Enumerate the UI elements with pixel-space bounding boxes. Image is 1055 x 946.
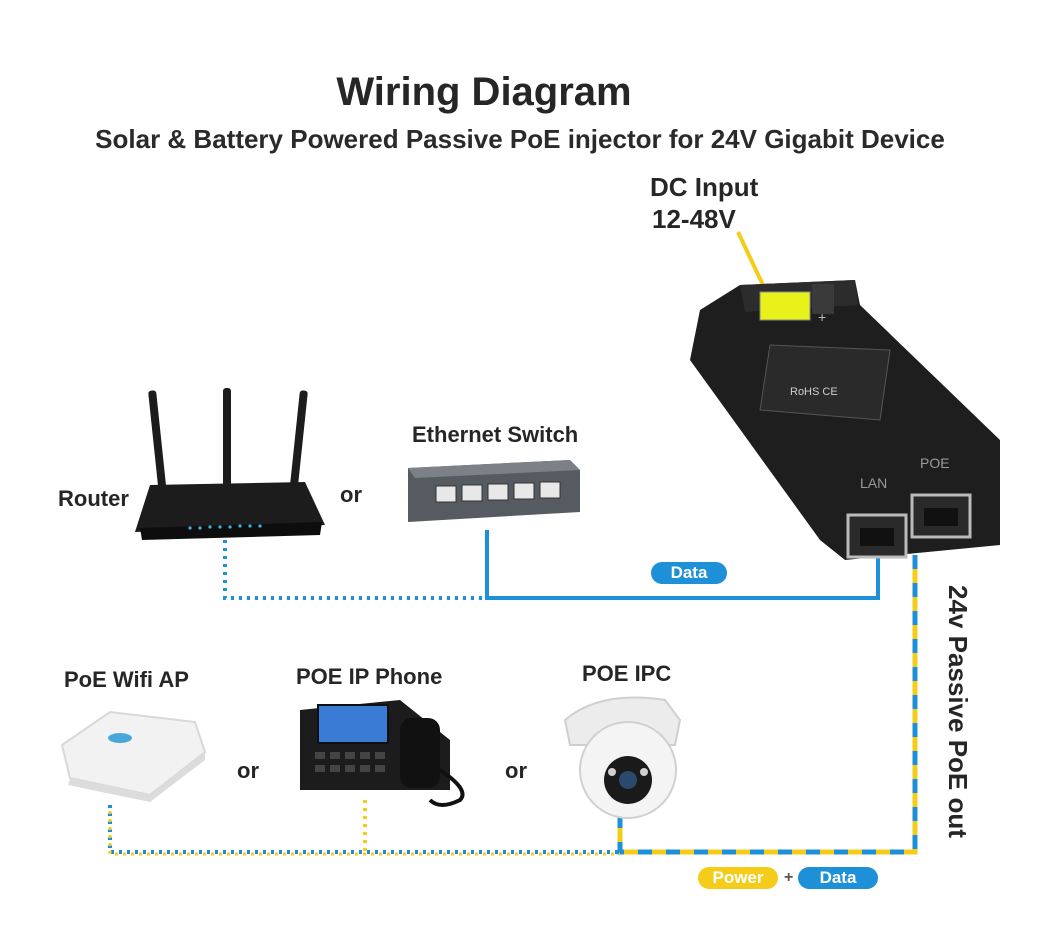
ap-data-line bbox=[108, 805, 620, 854]
switch-top bbox=[408, 460, 580, 478]
dc-input-label: DC Input bbox=[650, 172, 759, 202]
data-pill-top: Data bbox=[651, 562, 727, 584]
poe-output-label-box: 24v Passive PoE out bbox=[925, 585, 985, 840]
wifi-ap-label: PoE Wifi AP bbox=[64, 667, 189, 692]
ap-edge bbox=[68, 752, 205, 802]
ip-phone-device bbox=[300, 700, 465, 807]
phone-cord bbox=[428, 768, 465, 807]
dc-input-terminal bbox=[759, 291, 811, 321]
ipc-camera-device bbox=[563, 696, 682, 819]
injector-body bbox=[690, 280, 1000, 560]
camera-lens bbox=[619, 771, 637, 789]
router-front bbox=[140, 522, 322, 540]
terminal-plus-label: + bbox=[818, 309, 826, 325]
injector-rohs-label: RoHS CE bbox=[790, 386, 838, 398]
poe-injector-device bbox=[690, 280, 1000, 560]
phone-keypad bbox=[315, 752, 385, 772]
router-body bbox=[135, 482, 325, 532]
ethernet-switch-device bbox=[408, 460, 580, 522]
ap-power-line bbox=[108, 807, 620, 856]
poe-data-line bbox=[617, 555, 918, 855]
camera-ir-right bbox=[640, 768, 648, 776]
or-router-switch: or bbox=[340, 482, 362, 507]
router-data-line bbox=[223, 540, 485, 600]
router-antenna-left bbox=[148, 390, 167, 496]
ip-phone-label: POE IP Phone bbox=[296, 664, 443, 689]
diagram-title: Wiring Diagram bbox=[336, 70, 632, 114]
injector-terminal-slot bbox=[812, 284, 834, 314]
phone-screen bbox=[317, 704, 389, 744]
router-antenna-middle bbox=[223, 388, 231, 488]
router-leds bbox=[188, 524, 262, 530]
wifi-ap-device bbox=[60, 710, 207, 802]
diagram-subtitle: Solar & Battery Powered Passive PoE inje… bbox=[95, 124, 945, 154]
router-device bbox=[135, 388, 325, 540]
switch-label: Ethernet Switch bbox=[412, 422, 579, 447]
or-ap-phone: or bbox=[237, 758, 259, 783]
poe-port-label: POE bbox=[920, 455, 950, 471]
data-pill-bottom: Data bbox=[798, 867, 878, 889]
ap-logo bbox=[108, 733, 132, 743]
or-phone-ipc: or bbox=[505, 758, 527, 783]
poe-output-label: 24v Passive PoE out bbox=[943, 585, 973, 838]
injector-label-plate bbox=[759, 344, 891, 421]
lan-port-label: LAN bbox=[860, 475, 887, 491]
camera-ir-left bbox=[608, 768, 616, 776]
switch-ports bbox=[435, 481, 561, 503]
router-label: Router bbox=[58, 486, 129, 511]
plus-sign: + bbox=[784, 869, 794, 886]
switch-data-line bbox=[485, 530, 880, 600]
ipc-label: POE IPC bbox=[582, 661, 672, 686]
dc-voltage-label: 12-48V bbox=[652, 204, 736, 234]
router-antenna-right bbox=[289, 390, 308, 496]
poe-port-socket bbox=[924, 508, 958, 526]
lan-port-socket bbox=[860, 528, 894, 546]
power-pill: Power bbox=[698, 867, 778, 889]
phone-handset bbox=[400, 718, 440, 788]
